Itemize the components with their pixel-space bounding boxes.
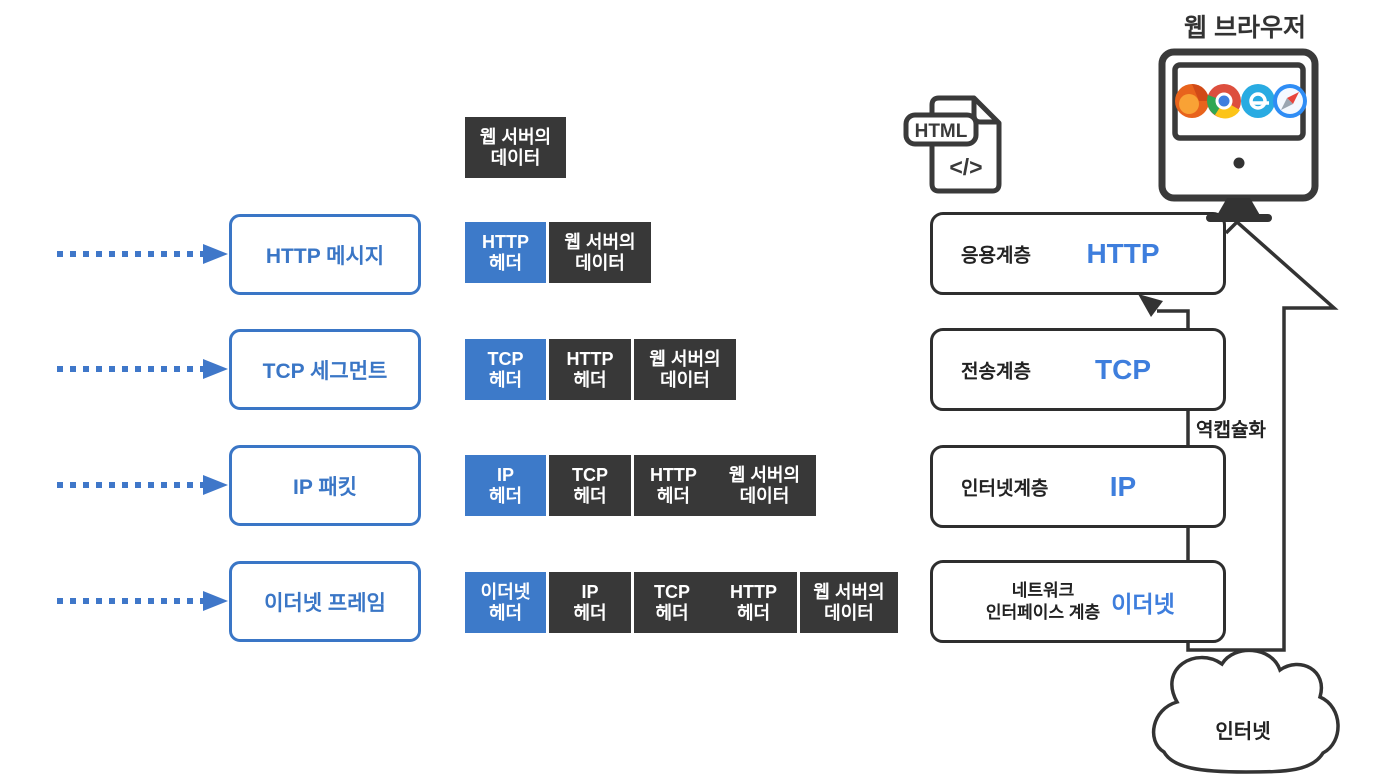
block-http-header-and-data: HTTP 헤더 웹 서버의 데이터 bbox=[634, 455, 816, 516]
block-line: 데이터 bbox=[575, 252, 625, 273]
block-line: 헤더 bbox=[573, 369, 607, 390]
block-line: IP bbox=[496, 464, 514, 485]
internet-cloud-icon: 인터넷 bbox=[1152, 648, 1340, 774]
pdu-label: HTTP 메시지 bbox=[265, 244, 385, 268]
internet-cloud-label: 인터넷 bbox=[1215, 720, 1270, 743]
block-line: 헤더 bbox=[573, 485, 607, 506]
layer-protocol: TCP bbox=[1095, 353, 1151, 385]
block-line: 헤더 bbox=[573, 602, 607, 623]
block-ip-header: IP 헤더 bbox=[465, 455, 546, 516]
block-line: 웹 서버의 bbox=[564, 231, 636, 252]
layer-name: 인터넷계층 bbox=[961, 478, 1049, 499]
html-file-icon: HTML </> bbox=[903, 95, 1002, 194]
block-line: 웹 서버의 bbox=[813, 581, 885, 602]
block-part-http-header: HTTP 헤더 bbox=[730, 582, 777, 624]
dotted-arrow-ethernet-frame bbox=[57, 591, 228, 611]
block-tcp-http-headers: TCP 헤더 HTTP 헤더 bbox=[634, 572, 797, 633]
layer-box-network-interface: 네트워크 인터페이스 계층 이더넷 bbox=[930, 560, 1226, 643]
block-web-server-data: 웹 서버의 데이터 bbox=[800, 572, 898, 633]
block-line: 헤더 bbox=[488, 485, 523, 506]
block-line: 웹 서버의 bbox=[479, 126, 552, 147]
dotted-arrow-tcp-segment bbox=[57, 359, 228, 379]
pdu-label: 이더넷 프레임 bbox=[264, 591, 386, 615]
monitor-stand bbox=[1216, 198, 1261, 217]
block-line: 헤더 bbox=[488, 369, 523, 390]
block-tcp-header: TCP 헤더 bbox=[549, 455, 631, 516]
block-line: HTTP bbox=[730, 581, 777, 602]
browser-logo-ie-icon bbox=[1241, 84, 1275, 118]
block-http-header: HTTP 헤더 bbox=[465, 222, 546, 283]
pdu-box-ethernet-frame: 이더넷 프레임 bbox=[229, 561, 421, 642]
block-line: IP bbox=[581, 581, 599, 602]
pdu-box-ip-packet: IP 패킷 bbox=[229, 445, 421, 526]
block-part-web-server-data: 웹 서버의 데이터 bbox=[729, 465, 800, 507]
pdu-label: IP 패킷 bbox=[293, 475, 357, 499]
block-line: 헤더 bbox=[655, 602, 689, 623]
block-line: 헤더 bbox=[736, 602, 771, 623]
decapsulation-label: 역캡슐화 bbox=[1196, 420, 1266, 441]
code-glyph: </> bbox=[949, 154, 982, 180]
block-line: 헤더 bbox=[656, 485, 690, 506]
block-line: 이더넷 bbox=[480, 581, 531, 602]
pdu-label: TCP 세그먼트 bbox=[262, 359, 388, 383]
layer-name: 응용계층 bbox=[961, 245, 1031, 266]
block-line: HTTP bbox=[566, 348, 614, 369]
layer-protocol: 이더넷 bbox=[1111, 590, 1175, 617]
block-web-server-data: 웹 서버의 데이터 bbox=[634, 339, 736, 400]
block-line: TCP bbox=[487, 348, 524, 369]
block-line: TCP bbox=[572, 464, 608, 485]
block-part-tcp-header: TCP 헤더 bbox=[654, 582, 690, 624]
block-line: 웹 서버의 bbox=[649, 348, 721, 369]
block-http-header: HTTP 헤더 bbox=[549, 339, 631, 400]
layer-box-application: 응용계층 HTTP bbox=[930, 212, 1226, 295]
block-web-server-data: 웹 서버의 데이터 bbox=[549, 222, 651, 283]
block-part-http-header: HTTP 헤더 bbox=[650, 465, 697, 507]
block-line: HTTP bbox=[649, 464, 697, 485]
block-line: 웹 서버의 bbox=[728, 464, 801, 485]
block-line: HTTP bbox=[482, 231, 529, 252]
block-tcp-header: TCP 헤더 bbox=[465, 339, 546, 400]
block-line: TCP bbox=[654, 581, 690, 602]
web-browser-title: 웹 브라우저 bbox=[1184, 14, 1306, 42]
block-line: 데이터 bbox=[660, 369, 710, 390]
block-ip-header: IP 헤더 bbox=[549, 572, 631, 633]
block-line: 데이터 bbox=[739, 485, 790, 506]
pdu-box-tcp-segment: TCP 세그먼트 bbox=[229, 329, 421, 410]
layer-name-line: 인터페이스 계층 bbox=[985, 602, 1101, 622]
layer-name-line: 네트워크 bbox=[1011, 580, 1075, 600]
monitor-icon bbox=[1158, 48, 1319, 222]
monitor-base bbox=[1206, 214, 1272, 222]
pdu-box-http-message: HTTP 메시지 bbox=[229, 214, 421, 295]
browser-logo-safari-icon bbox=[1273, 84, 1307, 118]
layer-protocol: IP bbox=[1109, 470, 1137, 502]
block-line: 헤더 bbox=[488, 602, 523, 623]
dotted-arrow-http-message bbox=[57, 244, 228, 264]
block-line: 헤더 bbox=[488, 252, 523, 273]
block-line: 데이터 bbox=[490, 147, 541, 168]
layer-name: 네트워크 인터페이스 계층 bbox=[945, 580, 1141, 624]
block-web-server-data: 웹 서버의 데이터 bbox=[465, 117, 566, 178]
monitor-button-dot bbox=[1233, 157, 1245, 169]
html-badge-label: HTML bbox=[915, 121, 968, 142]
layer-box-internet: 인터넷계층 IP bbox=[930, 445, 1226, 528]
block-ethernet-header: 이더넷 헤더 bbox=[465, 572, 546, 633]
dotted-arrow-ip-packet bbox=[57, 475, 228, 495]
layer-name: 전송계층 bbox=[961, 361, 1031, 382]
layer-protocol: HTTP bbox=[1086, 237, 1160, 269]
layer-box-transport: 전송계층 TCP bbox=[930, 328, 1226, 411]
browser-logo-firefox-icon bbox=[1175, 84, 1209, 118]
block-line: 데이터 bbox=[824, 602, 874, 623]
browser-logo-chrome-icon bbox=[1207, 84, 1241, 119]
